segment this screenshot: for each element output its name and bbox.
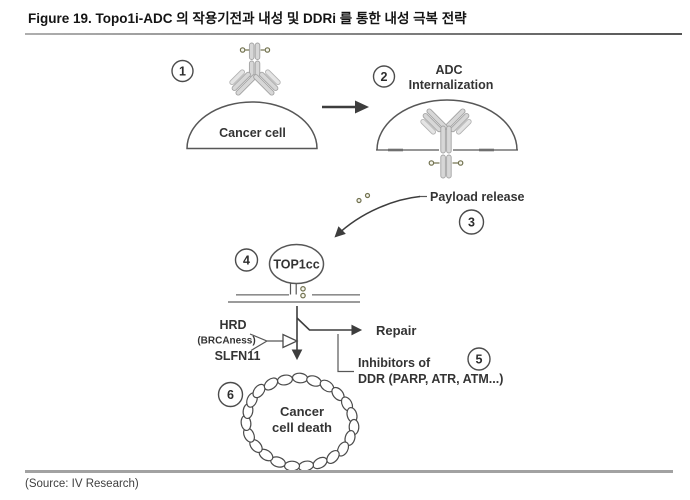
repair-label: Repair: [376, 323, 416, 338]
dna-strands: [228, 293, 360, 303]
repair-arrow: [296, 317, 363, 336]
figure-title: Figure 19. Topo1i-ADC 의 작용기전과 내성 및 DDRi …: [28, 11, 467, 26]
step6-number: 6: [227, 388, 234, 402]
top1cc-stem: [289, 282, 297, 295]
step5-number-badge: [467, 347, 491, 371]
hrd-label: HRD: [219, 318, 246, 332]
ddr-inhibitors-line1: Inhibitors of: [358, 356, 431, 370]
adc-label-line2: Internalization: [409, 78, 494, 92]
step4-number: 4: [243, 254, 250, 268]
payload-molecule: [356, 197, 362, 204]
payload-molecule: [300, 285, 306, 292]
step5-resistance-and-ddri: HRD (BRCAness) SLFN11 Repair Inhibitors …: [197, 317, 503, 386]
title-rule: [25, 33, 682, 35]
cancer-cell-label: Cancer cell: [219, 126, 286, 140]
step4-number-badge: [234, 248, 259, 272]
cell-death-label-line2: cell death: [272, 420, 332, 435]
payload-linker-icon: [428, 160, 464, 166]
adc-antibody-icon: [226, 42, 284, 97]
inhibition-connector: [337, 334, 354, 373]
sensitizer-connector: [249, 333, 283, 352]
slfn11-label: SLFN11: [215, 349, 261, 363]
step1-adc-binding: 1 Cancer cell: [171, 42, 318, 150]
sensitizer-open-arrow: [282, 333, 299, 349]
payload-release-label: Payload release: [430, 190, 525, 204]
step2-number-badge: [372, 65, 396, 88]
step4-top1cc: 4 TOP1cc: [228, 243, 360, 303]
step5-number: 5: [476, 353, 483, 367]
brcaness-label: (BRCAness): [197, 336, 255, 347]
footer-rule: [25, 470, 673, 473]
step3-number-badge: [458, 209, 485, 235]
adc-antibody-icon: [417, 107, 475, 179]
step6-number-badge: [217, 381, 244, 408]
step2-adc-internalization: 2 ADC Internalization: [372, 63, 518, 179]
top1cc-label: TOP1cc: [273, 258, 319, 272]
step6-cancer-cell-death: 6 Cancer cell death: [217, 372, 360, 472]
source-note: (Source: IV Research): [25, 478, 139, 490]
step2-number: 2: [381, 70, 388, 84]
step1-number: 1: [179, 65, 186, 79]
cancer-cell-shape: [186, 101, 318, 150]
adc-label-line1: ADC: [435, 63, 462, 77]
internalization-arrow: [322, 100, 369, 114]
cancer-cell-shape: [376, 99, 518, 151]
cell-death-membrane: [240, 372, 360, 472]
ddr-inhibitors-line2: DDR (PARP, ATR, ATM...): [358, 372, 503, 386]
payload-linker-icon: [239, 47, 271, 53]
payload-molecule: [300, 292, 306, 299]
step3-payload-release: Payload release 3: [334, 190, 525, 238]
payload-molecule: [364, 192, 371, 199]
cell-death-label-line1: Cancer: [280, 404, 324, 419]
payload-release-arrow: [334, 195, 421, 238]
step3-number: 3: [468, 216, 475, 230]
step1-number-badge: [171, 59, 194, 83]
